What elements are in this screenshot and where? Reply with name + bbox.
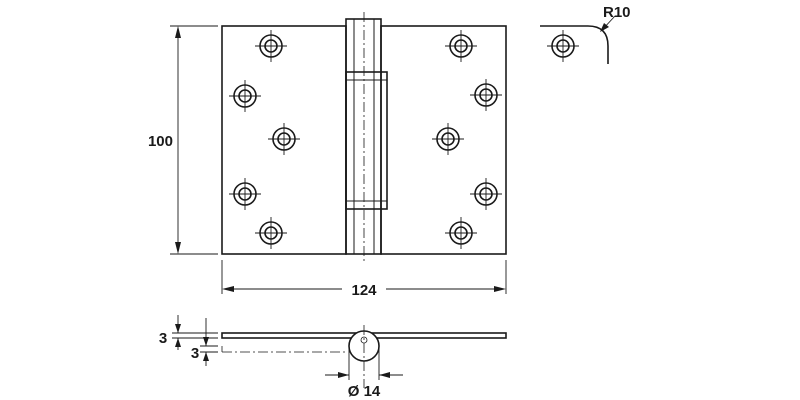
screw-hole bbox=[547, 30, 579, 62]
leaf-thickness-bottom-label: 3 bbox=[191, 345, 199, 362]
corner-radius-detail: R10 bbox=[540, 4, 631, 64]
knuckle-diameter-dimension: Ø 14 bbox=[325, 348, 403, 400]
hinge-side-view bbox=[221, 325, 507, 388]
leaf-thickness-top-label: 3 bbox=[159, 330, 167, 347]
right-leaf bbox=[380, 25, 507, 255]
screw-hole bbox=[470, 178, 502, 210]
knuckle-barrel bbox=[345, 12, 388, 262]
leaf-thickness-dimension: 3 3 bbox=[159, 315, 218, 366]
width-label: 124 bbox=[351, 282, 377, 299]
hinge-front-view bbox=[221, 12, 507, 262]
screw-hole bbox=[432, 123, 464, 155]
screw-hole bbox=[229, 80, 261, 112]
radius-label: R10 bbox=[603, 4, 631, 21]
screw-hole bbox=[445, 30, 477, 62]
screw-hole bbox=[470, 79, 502, 111]
screw-hole bbox=[229, 178, 261, 210]
knuckle-diameter-label: Ø 14 bbox=[348, 383, 381, 400]
width-dimension: 124 bbox=[221, 260, 507, 299]
screw-hole bbox=[255, 217, 287, 249]
screw-hole bbox=[445, 217, 477, 249]
height-label: 100 bbox=[148, 133, 173, 150]
screw-hole bbox=[268, 123, 300, 155]
height-dimension: 100 bbox=[148, 25, 218, 255]
screw-hole bbox=[255, 30, 287, 62]
